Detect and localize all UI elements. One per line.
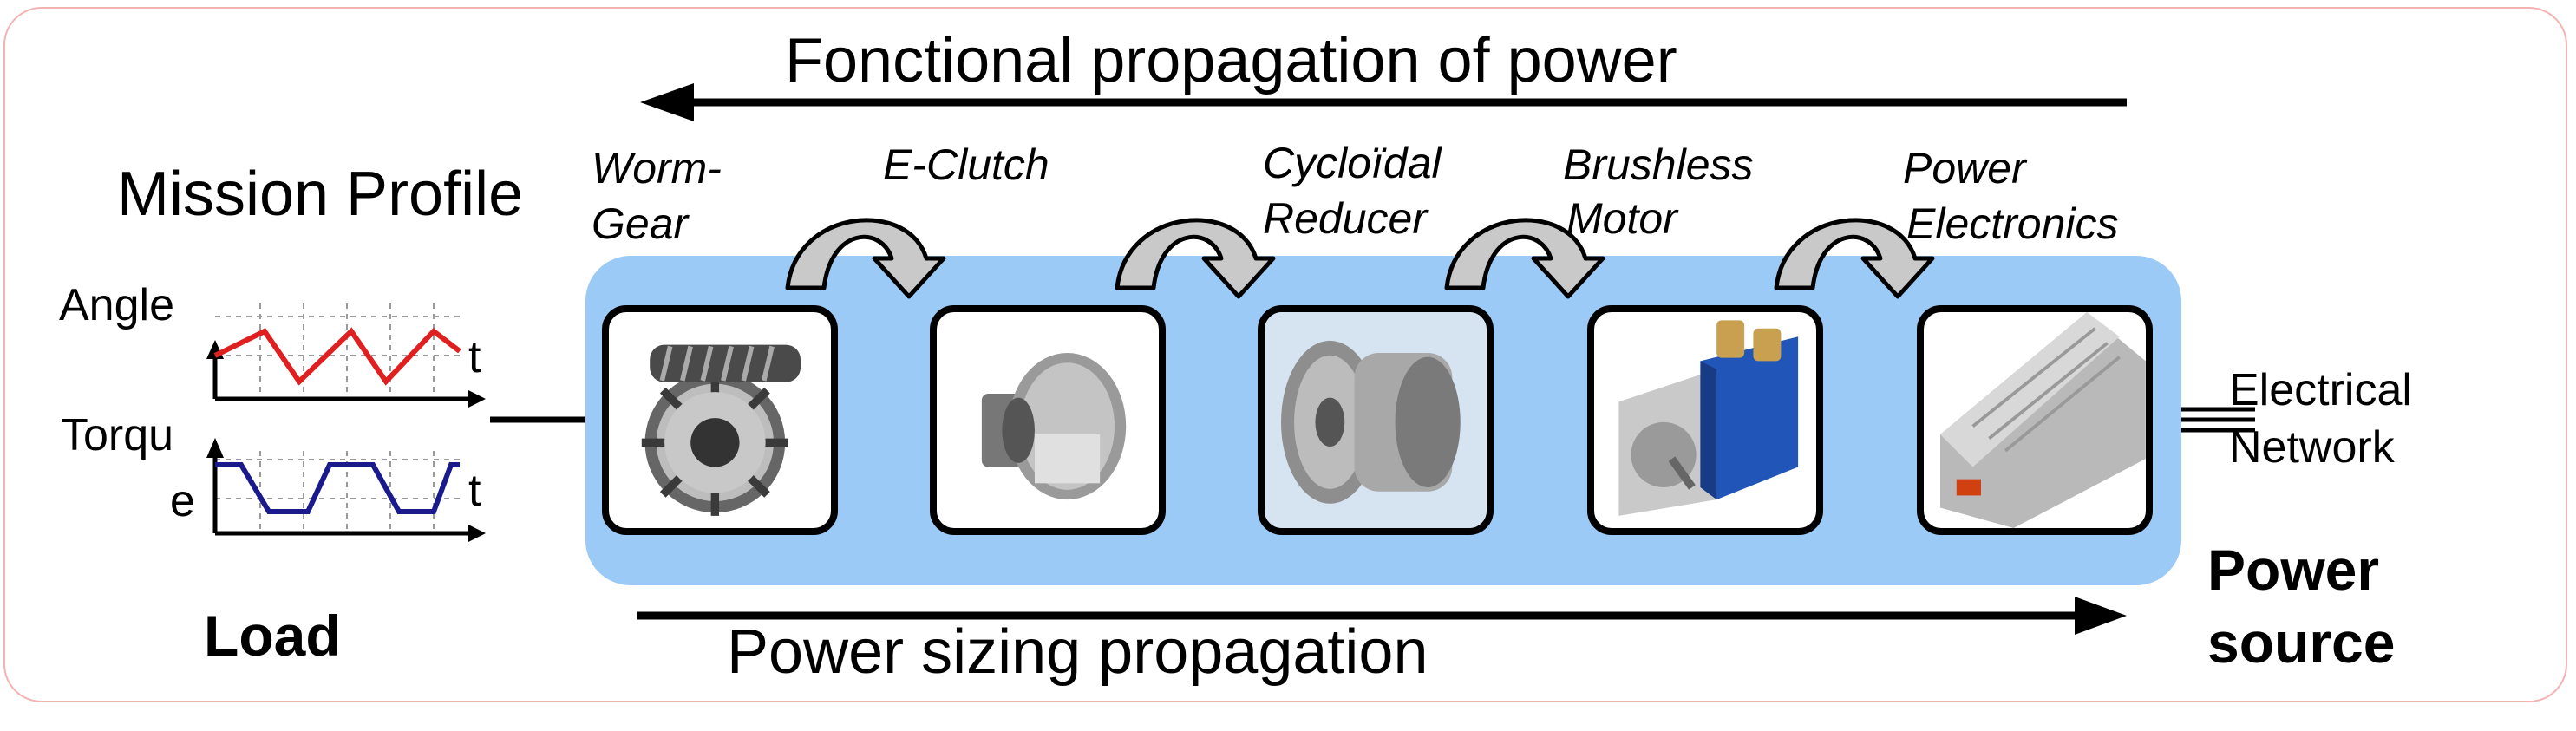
power-source-label-line2: source [2207, 610, 2396, 675]
power-electronics-box [1917, 305, 2153, 535]
sizing-propagation-arrowhead [2075, 597, 2127, 635]
sizing-propagation-label: Power sizing propagation [727, 617, 1429, 687]
time-axis-label-angle: t [468, 332, 481, 382]
time-axis-label-torque: t [468, 466, 481, 516]
torque-curve [215, 462, 460, 514]
functional-propagation-label: Fonctional propagation of power [785, 26, 1677, 95]
worm-gear-label-line2: Gear [592, 199, 689, 248]
functional-propagation-arrowhead [640, 83, 694, 121]
power-electronics-label-line1: Power [1903, 144, 2026, 193]
angle-curve [213, 327, 461, 386]
brushless-motor-label-line1: Brushless [1563, 140, 1754, 189]
angle-grid [215, 303, 460, 399]
power-source-label-line1: Power [2207, 538, 2380, 602]
electrical-network-label-line2: Network [2229, 422, 2395, 473]
mission-profile-title: Mission Profile [117, 160, 524, 229]
e-clutch-box [930, 305, 1166, 535]
cycloidal-reducer-label-line2: Reducer [1263, 194, 1427, 243]
brushless-motor-label-line2: Motor [1566, 194, 1677, 243]
brushless-motor-icon [1618, 320, 1799, 516]
power-electronics-icon [1940, 312, 2146, 528]
torque-axis-label-part2: e [170, 476, 195, 526]
cycloidal-reducer-label-line1: Cycloïdal [1263, 139, 1442, 187]
cycloidal-reducer-box [1258, 305, 1494, 535]
torque-axes [212, 455, 473, 536]
diagram-frame [3, 7, 2567, 702]
cycloidal-reducer-icon [1265, 312, 1487, 528]
angle-axis-label: Angle [59, 280, 174, 330]
clutch-icon [981, 352, 1127, 500]
load-label: Load [204, 604, 341, 668]
worm-gear-label-line1: Worm- [592, 144, 722, 193]
torque-axis-label-part1: Torqu [61, 410, 174, 460]
angle-axes [212, 356, 473, 401]
brushless-motor-box [1587, 305, 1823, 535]
electrical-network-label-line1: Electrical [2229, 365, 2412, 415]
worm-gear-icon [641, 344, 801, 516]
power-electronics-label-line2: Electronics [1906, 199, 2119, 248]
e-clutch-label: E-Clutch [883, 140, 1049, 189]
worm-gear-box [602, 305, 838, 535]
